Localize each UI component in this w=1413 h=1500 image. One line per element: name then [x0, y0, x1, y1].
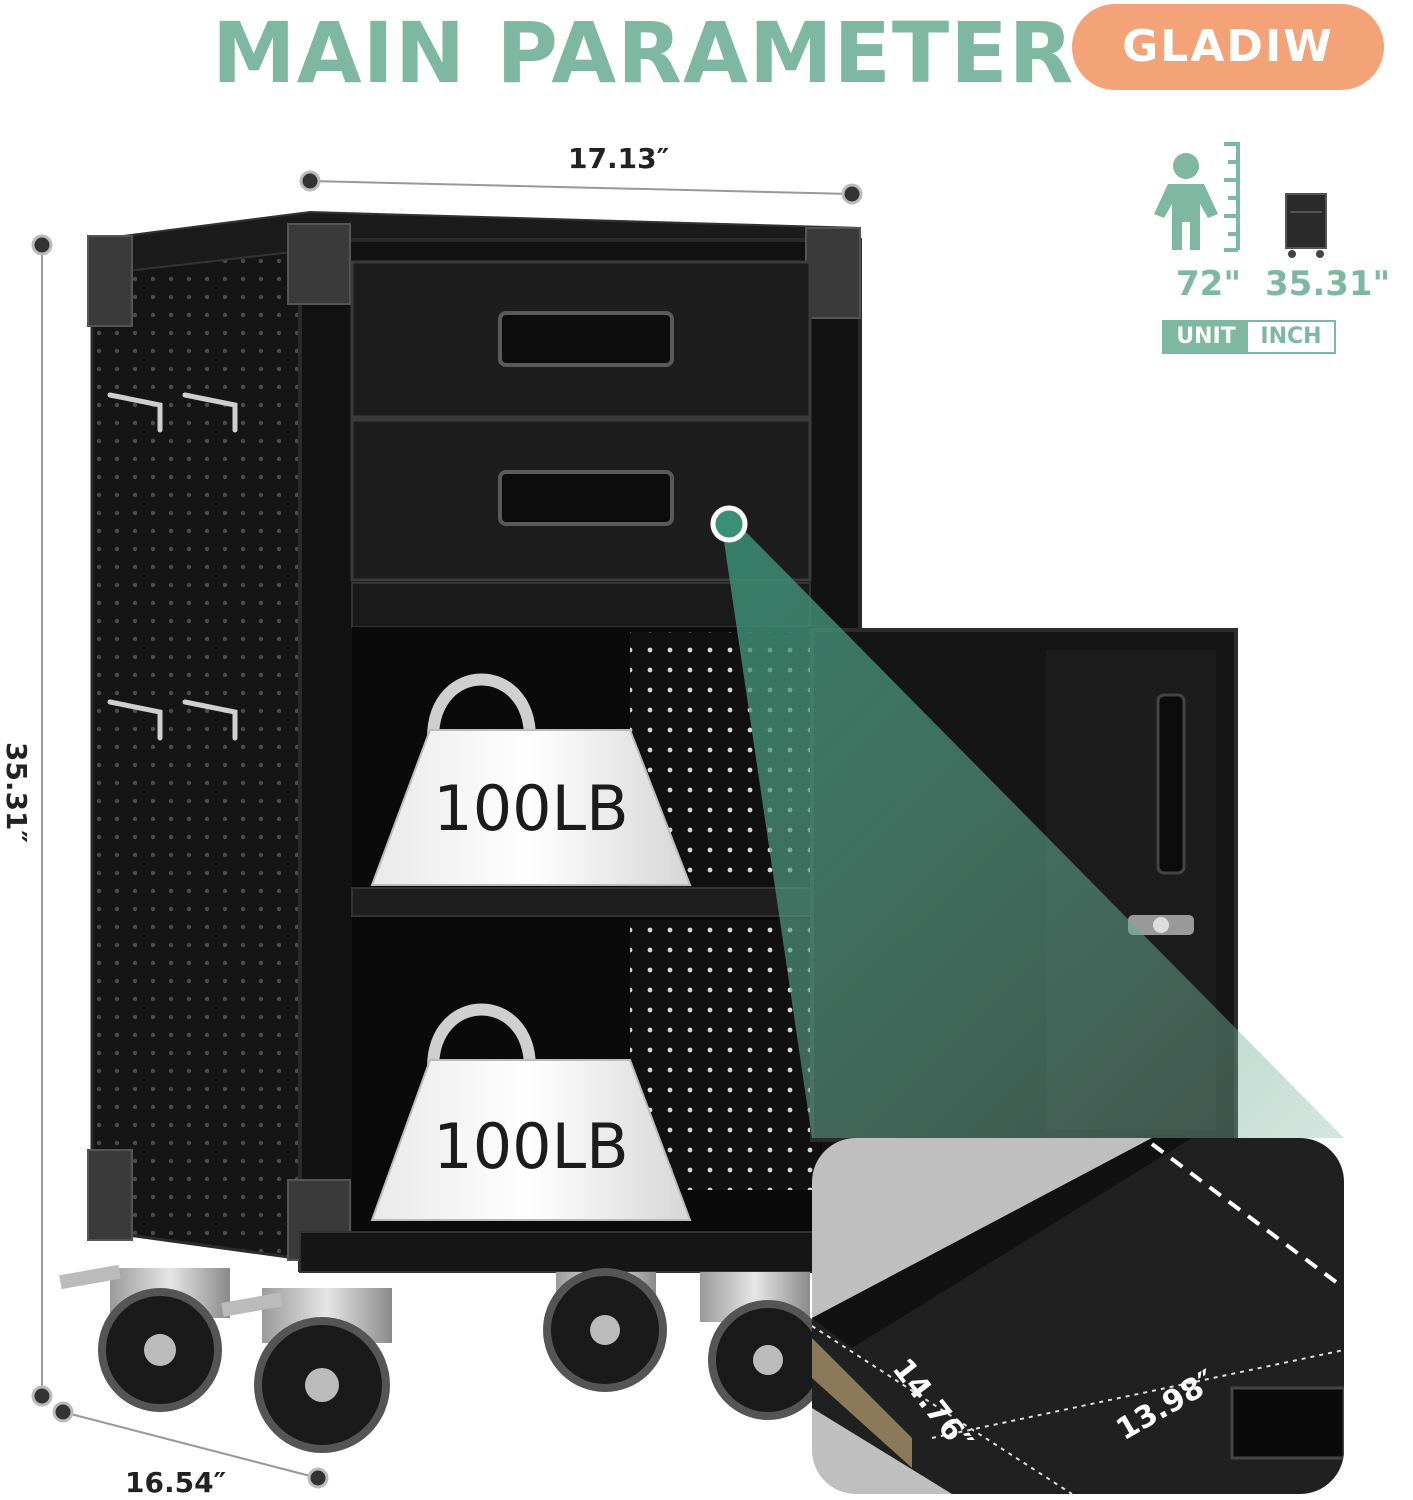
weight-lower — [370, 1003, 692, 1221]
caster-wheels — [59, 1264, 828, 1453]
height-dimension-label: 35.31″ — [0, 741, 34, 844]
weight-label-upper: 100LB — [433, 772, 629, 845]
unit-value: INCH — [1260, 324, 1322, 349]
person-icon — [1154, 153, 1218, 250]
page-title: MAIN PARAMETER — [212, 4, 1075, 102]
depth-dimension-line — [52, 1401, 329, 1489]
height-dimension-line — [31, 234, 53, 1407]
corner-brackets — [87, 223, 861, 1261]
zoom-point-icon — [710, 505, 748, 543]
width-dimension-label: 17.13″ — [568, 142, 670, 175]
drawer-detail-inset: 14.76″ 13.98″ — [812, 1138, 1344, 1494]
weight-upper — [370, 673, 692, 886]
ruler-icon — [1224, 142, 1240, 252]
depth-dimension-label: 16.54″ — [125, 1466, 227, 1499]
cabinet-icon — [1285, 193, 1327, 258]
unit-label: UNIT — [1164, 322, 1248, 352]
person-height-label: 72" — [1176, 264, 1242, 304]
cabinet-shelf — [351, 887, 823, 917]
weight-label-lower: 100LB — [433, 1110, 629, 1183]
width-dimension-line — [299, 170, 863, 205]
drawer-top[interactable] — [350, 260, 812, 419]
brand-badge: GLADIW — [1072, 4, 1384, 90]
zoom-beam — [722, 528, 1344, 1138]
side-pegboard-panel — [90, 213, 312, 1262]
unit-indicator: UNIT INCH — [1162, 320, 1336, 354]
cabinet-height-label: 35.31" — [1265, 264, 1391, 304]
